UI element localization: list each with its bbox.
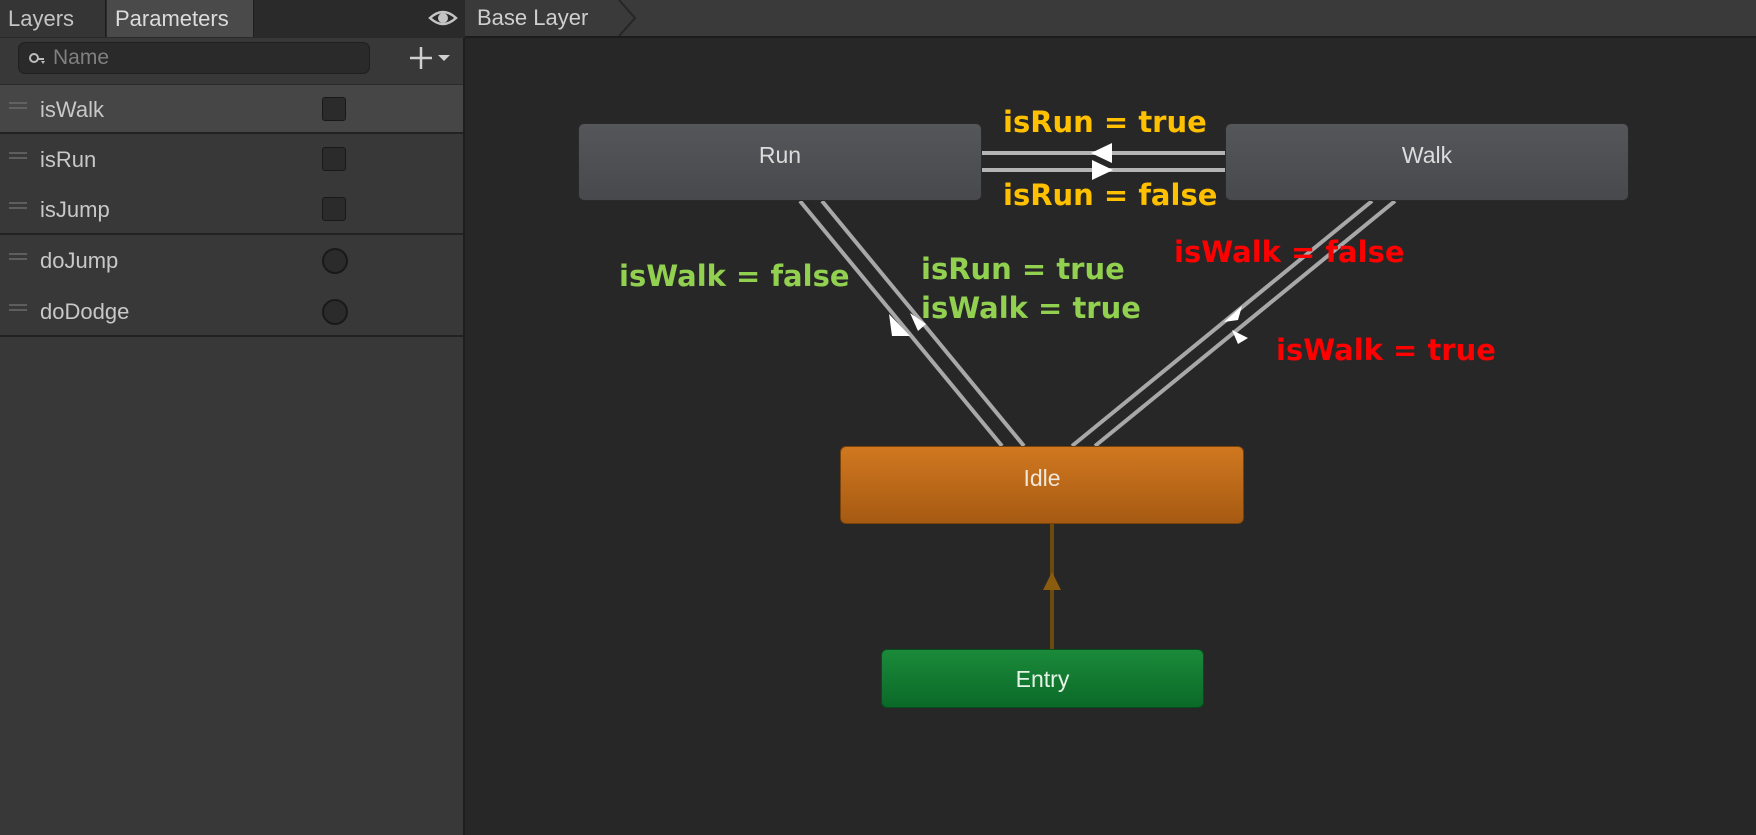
parameter-name: isJump: [40, 197, 110, 222]
trigger-radio[interactable]: [322, 299, 348, 325]
breadcrumb-base-layer[interactable]: Base Layer: [477, 5, 589, 30]
parameter-row-isjump[interactable]: isJump: [0, 185, 463, 235]
breadcrumb-separator-icon: [618, 0, 637, 36]
parameter-row-iswalk[interactable]: isWalk: [0, 84, 463, 134]
transition-entry-idle: [1043, 524, 1061, 649]
drag-handle-icon[interactable]: [9, 253, 27, 261]
add-parameter-button[interactable]: [404, 42, 456, 74]
annotation-run-idle-left: isWalk = false: [619, 259, 850, 293]
parameter-name: isWalk: [40, 97, 104, 122]
search-field[interactable]: [18, 42, 370, 74]
bool-checkbox[interactable]: [322, 97, 346, 121]
transition-run-walk[interactable]: [982, 143, 1225, 180]
parameter-name: doDodge: [40, 299, 130, 324]
parameter-name: doJump: [40, 248, 119, 273]
bool-checkbox[interactable]: [322, 197, 346, 221]
state-entry[interactable]: Entry: [881, 649, 1204, 708]
annotation-run-walk-bottom: isRun = false: [1003, 178, 1218, 212]
drag-handle-icon[interactable]: [9, 102, 27, 110]
tab-layers[interactable]: Layers: [0, 0, 106, 37]
trigger-radio[interactable]: [322, 248, 348, 274]
state-run[interactable]: Run: [578, 123, 982, 201]
parameters-panel: Layers Parameters isWalk isRun: [0, 0, 465, 835]
parameter-row-dojump[interactable]: doJump: [0, 236, 463, 286]
drag-handle-icon[interactable]: [9, 152, 27, 160]
chevron-down-icon: [438, 55, 450, 61]
eye-icon[interactable]: [428, 6, 458, 30]
panel-tab-bar: Layers Parameters: [0, 0, 465, 39]
search-icon: [29, 53, 45, 64]
drag-handle-icon[interactable]: [9, 304, 27, 312]
state-label: Entry: [1015, 666, 1070, 692]
tab-parameters[interactable]: Parameters: [107, 0, 254, 37]
state-idle-default[interactable]: Idle: [840, 446, 1244, 524]
annotation-walk-idle-bottom: isWalk = true: [1276, 333, 1496, 367]
annotation-run-walk-top: isRun = true: [1003, 105, 1207, 139]
drag-handle-icon[interactable]: [9, 202, 27, 210]
parameter-row-isrun[interactable]: isRun: [0, 135, 463, 185]
state-label: Idle: [1023, 465, 1061, 491]
annotation-run-idle-right-2: isWalk = true: [921, 291, 1141, 325]
search-row: [0, 38, 463, 78]
state-label: Walk: [1401, 142, 1453, 168]
breadcrumb-bar: Base Layer: [465, 0, 1756, 38]
transition-walk-idle[interactable]: [1070, 199, 1397, 448]
annotation-walk-idle-top: isWalk = false: [1174, 235, 1405, 269]
bool-checkbox[interactable]: [322, 147, 346, 171]
annotation-run-idle-right-1: isRun = true: [921, 252, 1125, 286]
search-input[interactable]: [53, 43, 353, 73]
state-walk[interactable]: Walk: [1225, 123, 1629, 201]
state-label: Run: [758, 142, 802, 168]
parameter-row-dododge[interactable]: doDodge: [0, 287, 463, 337]
transition-run-idle[interactable]: [798, 199, 1026, 448]
parameter-name: isRun: [40, 147, 97, 172]
